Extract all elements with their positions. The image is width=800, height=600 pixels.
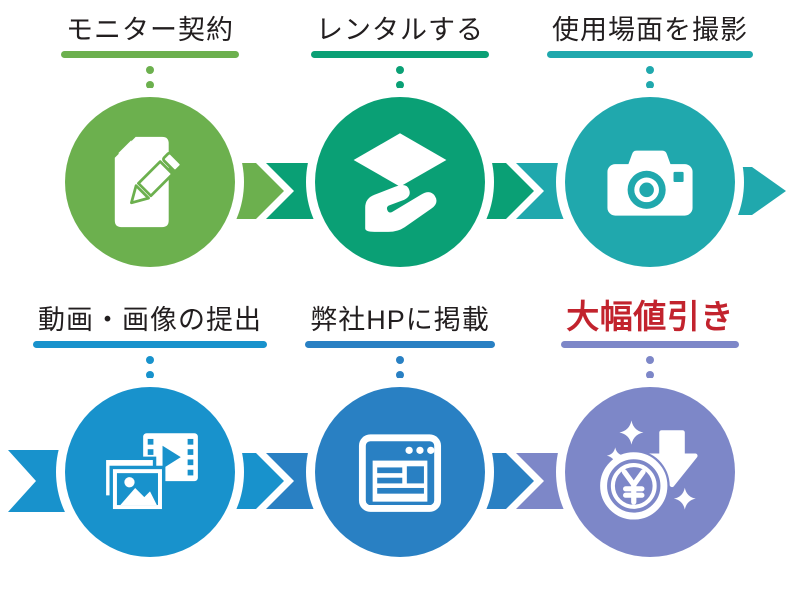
step-cell-contract: モニター契約 (25, 14, 275, 267)
row1-exit-arrow (726, 167, 786, 215)
dot (146, 356, 154, 364)
title-underline (561, 341, 739, 348)
dot (396, 66, 404, 74)
arrow-band (516, 163, 578, 219)
row2-entry-arrow (8, 450, 66, 512)
dot (396, 81, 404, 89)
step-title-box: モニター契約 (25, 14, 275, 58)
step-title-wrap: レンタルする (311, 14, 489, 58)
title-underline (547, 51, 753, 58)
step-title-emphasis: 大幅値引き (566, 298, 734, 336)
title-underline (61, 51, 239, 58)
dotted-connector (525, 356, 775, 379)
step-icon-circle (565, 97, 735, 267)
step-title-wrap: 大幅値引き (561, 298, 739, 348)
dot (146, 66, 154, 74)
step-title-box: 使用場面を撮影 (525, 14, 775, 58)
step-cell-publish: 弊社HPに掲載 (275, 304, 525, 557)
dot (646, 371, 654, 379)
dotted-connector (275, 66, 525, 89)
step-title-wrap: モニター契約 (61, 14, 239, 58)
step-icon-circle (65, 387, 235, 557)
flow-arrow-step4-step5 (228, 453, 328, 509)
arrow-head (478, 453, 534, 509)
title-underline (311, 51, 489, 58)
step-icon-circle (565, 387, 735, 557)
flow-arrow-step2-step3 (478, 163, 578, 219)
camera-icon (607, 150, 693, 216)
step-title: 使用場面を撮影 (552, 14, 748, 45)
arrow-band (8, 450, 66, 512)
arrow-head (228, 453, 284, 509)
hand-box-icon (353, 133, 447, 232)
browser-icon (358, 434, 442, 512)
dot (396, 371, 404, 379)
step-title-box: 動画・画像の提出 (25, 304, 275, 348)
video-image-icon (102, 433, 198, 513)
arrow-head (726, 167, 786, 215)
step-icon-circle (315, 387, 485, 557)
flow-arrow-step5-step6 (478, 453, 578, 509)
dot (146, 81, 154, 89)
sparkle-icon (606, 420, 696, 510)
step-title: レンタルする (316, 14, 484, 45)
step-title-wrap: 使用場面を撮影 (547, 14, 753, 58)
dotted-connector (25, 66, 275, 89)
arrow-band (516, 453, 578, 509)
title-underline (33, 341, 267, 348)
dot (146, 371, 154, 379)
title-underline (305, 341, 495, 348)
step-icon-circle (65, 97, 235, 267)
arrow-head (228, 163, 284, 219)
step-icon-circle (315, 97, 485, 267)
step-cell-shoot: 使用場面を撮影 (525, 14, 775, 267)
step-title-box: 弊社HPに掲載 (275, 304, 525, 348)
step-title-box: 大幅値引き (525, 298, 775, 348)
step-title-wrap: 動画・画像の提出 (33, 304, 267, 348)
step-title-box: レンタルする (275, 14, 525, 58)
step-cell-discount: 大幅値引き (525, 298, 775, 557)
dot (646, 356, 654, 364)
dotted-connector (25, 356, 275, 379)
dot (646, 81, 654, 89)
yen-discount-icon (597, 420, 698, 522)
step-cell-rent: レンタルする (275, 14, 525, 267)
arrow-head (478, 163, 534, 219)
step-title: モニター契約 (66, 14, 234, 45)
document-pencil-icon (114, 136, 183, 228)
step-title-wrap: 弊社HPに掲載 (305, 304, 495, 348)
dot (396, 356, 404, 364)
arrow-band (266, 453, 328, 509)
dotted-connector (275, 356, 525, 379)
flow-arrow-step1-step2 (228, 163, 328, 219)
arrow-band (266, 163, 328, 219)
step-cell-submit: 動画・画像の提出 (25, 304, 275, 557)
step-title: 動画・画像の提出 (38, 304, 262, 335)
step-title: 弊社HPに掲載 (310, 304, 490, 335)
dot (646, 66, 654, 74)
dotted-connector (525, 66, 775, 89)
